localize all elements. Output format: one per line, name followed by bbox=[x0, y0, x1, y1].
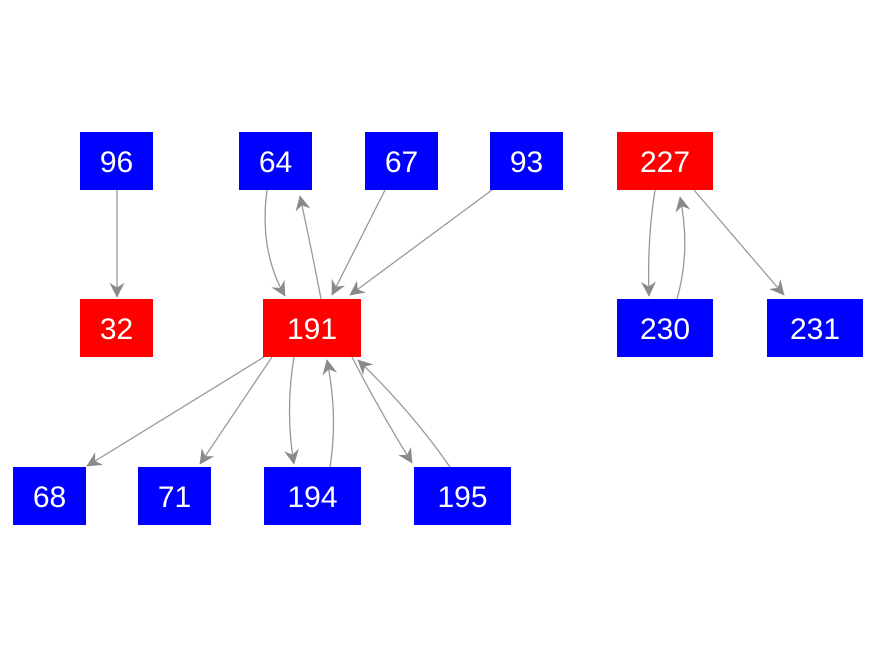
edge-191-to-194 bbox=[284, 356, 299, 465]
edge-191-to-71 bbox=[199, 356, 273, 465]
node-box bbox=[767, 299, 863, 357]
edge-194-to-191 bbox=[322, 359, 338, 468]
edge-67-to-191 bbox=[331, 189, 386, 296]
node-label: 93 bbox=[510, 146, 543, 179]
node-box bbox=[263, 299, 361, 357]
edge-191-to-195 bbox=[351, 356, 413, 464]
node-191[interactable]: 191 bbox=[263, 299, 361, 357]
node-label: 227 bbox=[640, 146, 690, 179]
edge-230-to-227 bbox=[675, 196, 691, 300]
node-67[interactable]: 67 bbox=[365, 132, 438, 190]
node-194[interactable]: 194 bbox=[264, 467, 361, 525]
node-box bbox=[264, 467, 361, 525]
node-box bbox=[414, 467, 511, 525]
node-box bbox=[13, 467, 86, 525]
node-box bbox=[490, 132, 563, 190]
node-box bbox=[617, 132, 713, 190]
edge-layer bbox=[86, 189, 785, 468]
node-label: 231 bbox=[790, 313, 840, 346]
node-230[interactable]: 230 bbox=[617, 299, 713, 357]
node-label: 194 bbox=[287, 481, 337, 514]
node-64[interactable]: 64 bbox=[239, 132, 312, 190]
edge-227-to-230 bbox=[640, 189, 656, 297]
edge-64-to-191 bbox=[264, 189, 286, 297]
node-box bbox=[80, 299, 153, 357]
node-label: 68 bbox=[33, 481, 66, 514]
node-93[interactable]: 93 bbox=[490, 132, 563, 190]
edge-93-to-191 bbox=[349, 189, 493, 296]
node-layer: 96 64 67 93 227 32 191 230 231 68 71 194 195 bbox=[13, 132, 863, 525]
node-label: 191 bbox=[287, 313, 337, 346]
edge-191-to-68 bbox=[86, 356, 265, 467]
node-label: 71 bbox=[158, 481, 191, 514]
node-195[interactable]: 195 bbox=[414, 467, 511, 525]
node-231[interactable]: 231 bbox=[767, 299, 863, 357]
node-71[interactable]: 71 bbox=[138, 467, 211, 525]
node-32[interactable]: 32 bbox=[80, 299, 153, 357]
node-label: 230 bbox=[640, 313, 690, 346]
edge-195-to-191 bbox=[357, 359, 451, 468]
node-box bbox=[365, 132, 438, 190]
node-box bbox=[617, 299, 713, 357]
node-label: 195 bbox=[437, 481, 487, 514]
node-label: 67 bbox=[385, 146, 418, 179]
node-label: 64 bbox=[259, 146, 292, 179]
node-box bbox=[239, 132, 312, 190]
node-227[interactable]: 227 bbox=[617, 132, 713, 190]
edge-191-to-64 bbox=[295, 195, 322, 300]
node-68[interactable]: 68 bbox=[13, 467, 86, 525]
edge-227-to-231 bbox=[693, 189, 785, 296]
node-96[interactable]: 96 bbox=[80, 132, 153, 190]
node-label: 96 bbox=[100, 146, 133, 179]
node-box bbox=[138, 467, 211, 525]
node-label: 32 bbox=[100, 313, 133, 346]
node-box bbox=[80, 132, 153, 190]
